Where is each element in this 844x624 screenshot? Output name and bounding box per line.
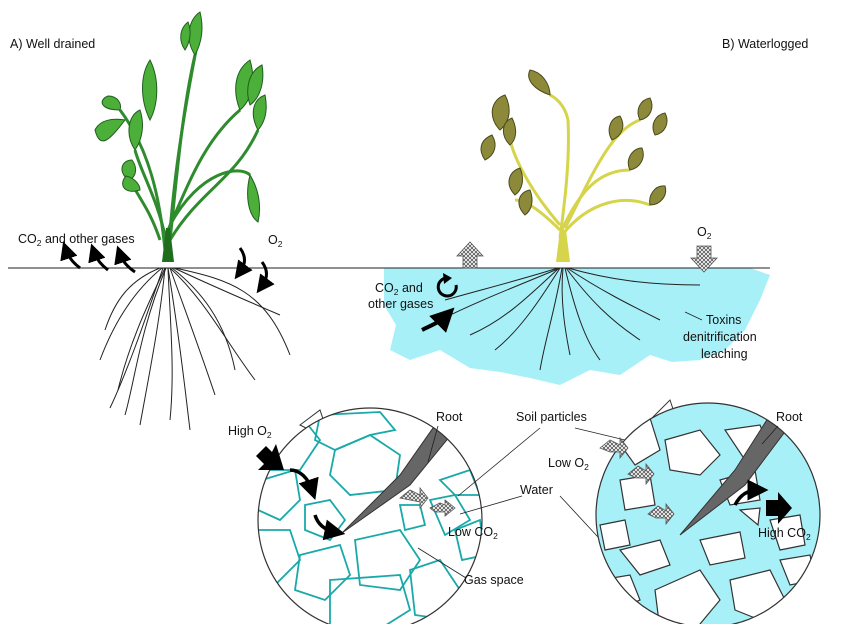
soil-particles-label: Soil particles [516, 410, 587, 424]
low-o2-label: Low O2 [548, 456, 589, 472]
healthy-plant [95, 12, 290, 430]
co2-gases-label-a: CO2 and other gases [18, 232, 135, 248]
leaching-label: leaching [701, 347, 748, 361]
gas-out-arrows-a [66, 250, 135, 272]
denitrification-label: denitrification [683, 330, 757, 344]
low-co2-label: Low CO2 [448, 525, 498, 541]
root-label-a: Root [436, 410, 463, 424]
o2-label-b: O2 [697, 225, 712, 241]
o2-label-a: O2 [268, 233, 283, 249]
high-o2-label: High O2 [228, 424, 272, 440]
gas-space-label: Gas space [464, 573, 524, 587]
magnified-soil-well-drained [255, 408, 485, 624]
panel-b-title: B) Waterlogged [722, 37, 808, 51]
o2-in-arrows-a [240, 248, 267, 286]
water-label: Water [520, 483, 553, 497]
other-gases-label-b: other gases [368, 297, 433, 311]
hatched-up-arrow [457, 242, 483, 268]
root-label-b: Root [776, 410, 803, 424]
panel-a-title: A) Well drained [10, 37, 95, 51]
co2-and-label-b: CO2 and [375, 281, 423, 297]
high-co2-label: High CO2 [758, 526, 811, 542]
toxins-label: Toxins [706, 313, 741, 327]
high-o2-arrow [256, 444, 284, 470]
